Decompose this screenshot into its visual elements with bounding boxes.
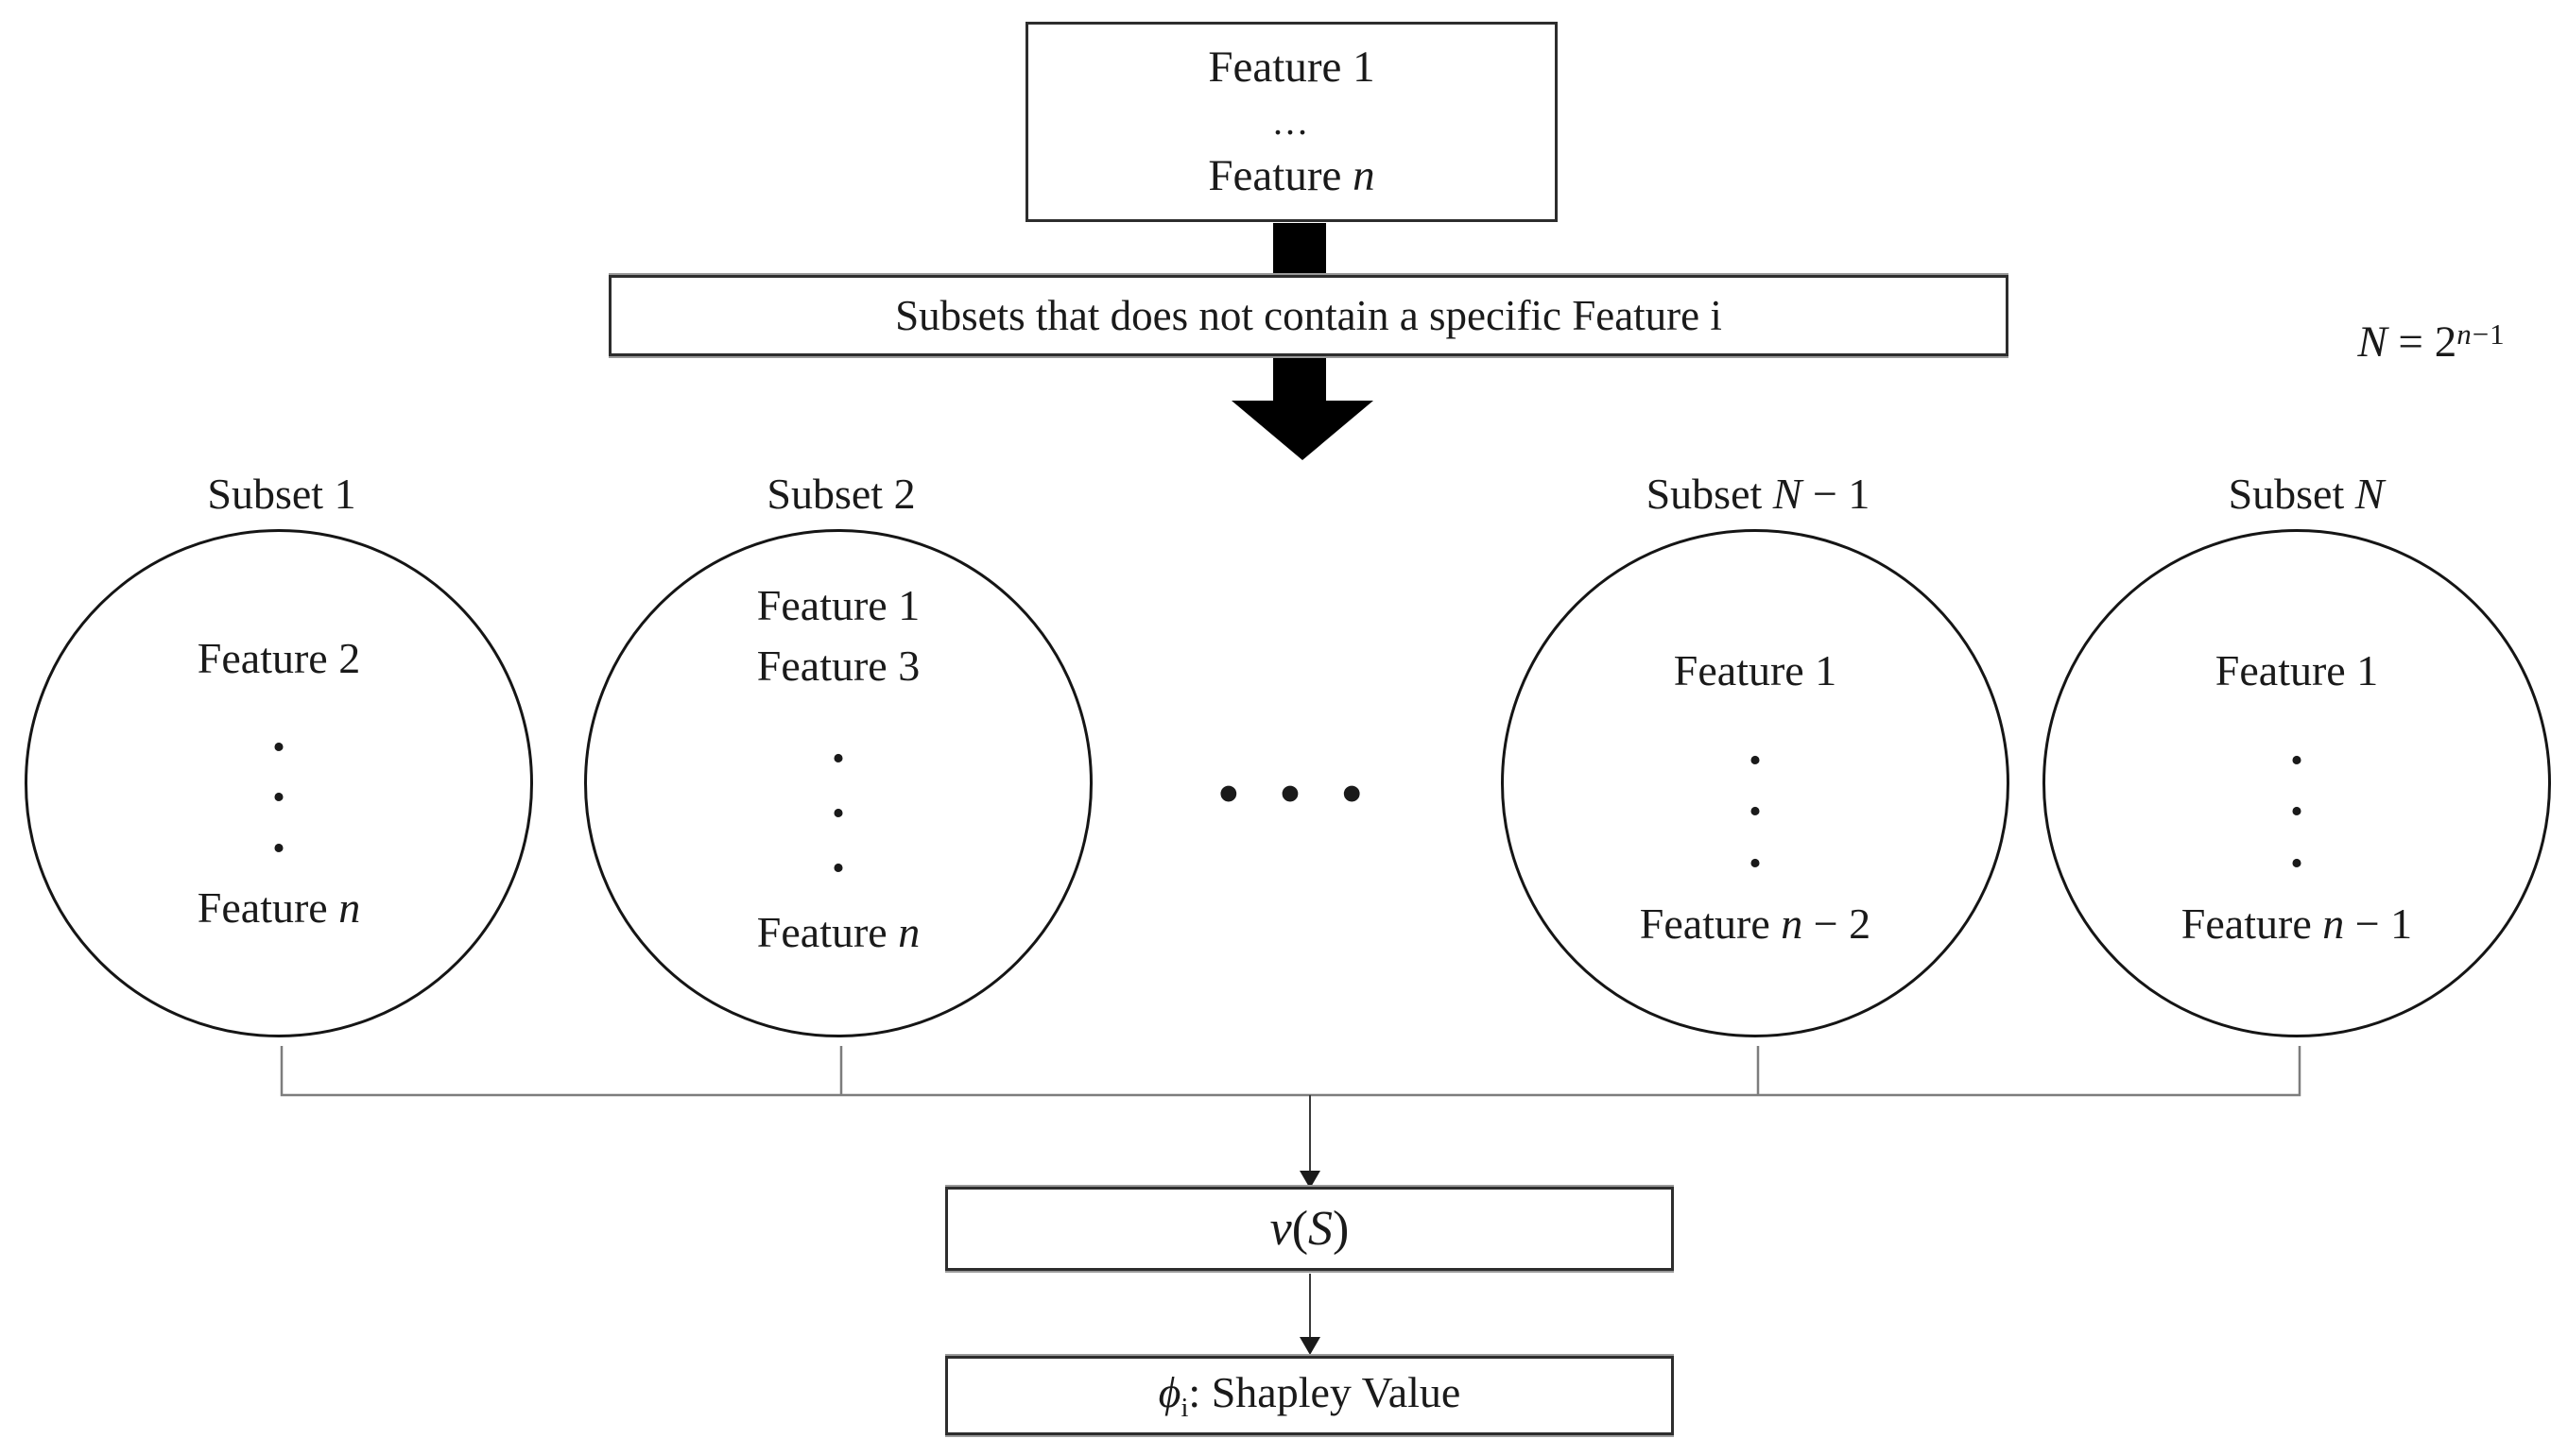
subset-filter-label: Subsets that does not contain a specific… [895,292,1722,339]
vs-to-shapley-arrow-head [1300,1337,1320,1355]
shapley-value-box: ϕi: Shapley Value [945,1356,1674,1435]
subset-n-features: Feature 1 [2215,646,2379,694]
vertical-ellipsis: . . . [1749,716,1762,879]
vertical-ellipsis: . . . [272,703,285,864]
subsets-continuation-ellipsis: • • • [1217,762,1376,827]
subset-1-last-feature: Feature n [197,883,361,932]
feature-line-1: Feature 1 [1208,42,1375,92]
all-features-box: Feature 1 ... Feature n [1025,22,1558,222]
thick-arrow-head [1232,401,1373,460]
subset-n-circle: Feature 1 . . . Feature n − 1 [2042,529,2551,1037]
subset-n-minus-1-circle: Feature 1 . . . Feature n − 2 [1501,529,2009,1037]
vs-label: v(S) [1269,1202,1350,1256]
subset-2-label: Subset 2 [767,469,916,518]
subset-collector-lines [280,1046,2301,1097]
subset-n-minus-1-features: Feature 1 [1673,646,1837,694]
shapley-label: ϕi: Shapley Value [1158,1367,1461,1424]
subset-n-minus-1-last-feature: Feature n − 2 [1639,899,1871,948]
feature-line-n: Feature n [1208,150,1375,200]
subset-2-circle: Feature 1 Feature 3 . . . Feature n [584,529,1093,1037]
formula-text: N = 2n−1 [2357,317,2506,367]
horizontal-ellipsis: ... [1273,100,1310,143]
vertical-ellipsis: . . . [2290,716,2303,879]
subset-1-label: Subset 1 [207,469,356,518]
subset-count-formula: N = 2n−1 [2297,308,2566,376]
subset-1-features: Feature 2 [197,634,361,682]
subset-n-last-feature: Feature n − 1 [2180,899,2413,948]
subset-1-circle: Feature 2 . . . Feature n [25,529,533,1037]
subset-n-minus-1-label: Subset N − 1 [1646,469,1870,518]
collector-to-vs-arrow-head [1300,1171,1320,1189]
subset-n-label: Subset N [2228,469,2385,518]
subset-2-features: Feature 1 Feature 3 [756,581,921,690]
subset-filter-box: Subsets that does not contain a specific… [609,275,2008,356]
subset-2-last-feature: Feature n [756,908,921,956]
characteristic-function-box: v(S) [945,1187,1674,1271]
vertical-ellipsis: . . . [832,715,845,883]
